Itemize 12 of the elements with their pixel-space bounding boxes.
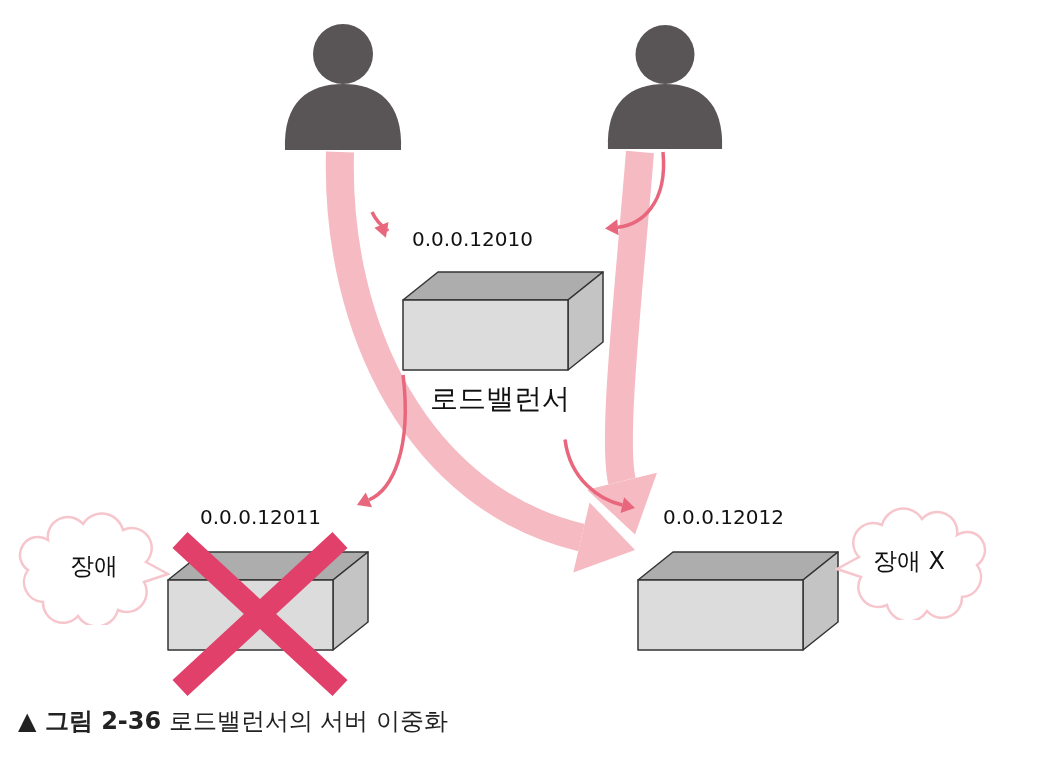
- arrow: [357, 374, 407, 507]
- cloud-text: 장애 X: [871, 546, 947, 577]
- ip-address-label: 0.0.0.12011: [200, 505, 321, 529]
- node-caption: 로드밸런서: [430, 381, 570, 417]
- ip-address-label: 0.0.0.12010: [412, 227, 533, 251]
- arrow: [563, 439, 635, 513]
- arrow: [586, 150, 658, 536]
- arrow: [605, 151, 666, 236]
- cloud-text: 장애: [69, 551, 119, 582]
- arrow: [326, 151, 634, 572]
- ip-address-label: 0.0.0.12012: [663, 505, 784, 529]
- figure-caption: ▲ 그림 2-36 로드밸런서의 서버 이중화: [18, 706, 449, 737]
